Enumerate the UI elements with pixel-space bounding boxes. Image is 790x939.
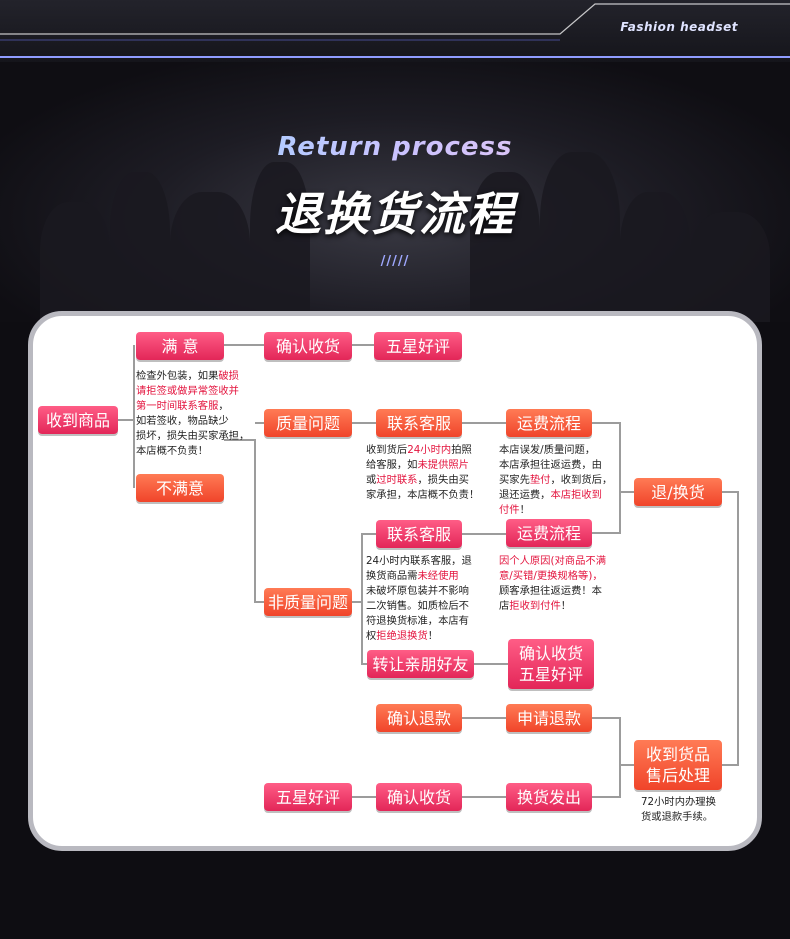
box-five-star-top: 五星好评 <box>374 332 462 360</box>
crowd-figure <box>110 172 170 322</box>
note-quality-freight: 本店误发/质量问题， 本店承担往返运费，由 买家先垫付，收到货后， 退还运费，本… <box>499 444 613 516</box>
crowd-figure <box>690 212 770 322</box>
box-transfer: 转让亲朋好友 <box>367 650 474 678</box>
box-aftersale: 收到货品 售后处理 <box>634 740 722 790</box>
box-return-exchange: 退/换货 <box>634 478 722 506</box>
box-receive: 收到商品 <box>38 406 118 434</box>
top-bar: Fashion headset <box>0 0 790 62</box>
box-unsatisfied: 不满意 <box>136 474 224 502</box>
box-apply-refund: 申请退款 <box>506 704 592 732</box>
crowd-figure <box>40 202 110 322</box>
box-service-1: 联系客服 <box>376 409 462 437</box>
box-non-quality: 非质量问题 <box>264 588 352 616</box>
header-label: Fashion headset <box>620 20 738 34</box>
crowd-figure <box>540 152 620 322</box>
chinese-title: 退换货流程 <box>275 187 515 241</box>
note-aftersale: 72小时内办理换 货或退款手续。 <box>641 796 716 823</box>
box-confirm-mid-line1: 确认收货 <box>518 644 583 663</box>
box-confirm-bottom: 确认收货 <box>376 783 462 811</box>
box-freight-1: 运费流程 <box>506 409 592 437</box>
crowd-figure <box>620 192 690 322</box>
box-confirm-mid: 确认收货 五星好评 <box>508 639 594 689</box>
note-quality-service: 收到货后24小时内拍照 给客服，如未提供照片 或过时联系，损失由买 家承担，本店… <box>366 444 480 501</box>
box-confirm-refund: 确认退款 <box>376 704 462 732</box>
note-non-quality-freight: 因个人原因(对商品不满 意/买错/更换规格等)， 顾客承担往返运费！本 店拒收到… <box>499 555 606 612</box>
box-exchange-ship: 换货发出 <box>506 783 592 811</box>
note-unsatisfied: 检查外包装，如果破损 请拒签或做异常签收并 第一时间联系客服， 如若签收，物品缺… <box>136 370 250 457</box>
box-confirm-top: 确认收货 <box>264 332 352 360</box>
box-aftersale-line1: 收到货品 <box>645 745 710 764</box>
title-decor: ///// <box>380 254 410 269</box>
box-freight-2: 运费流程 <box>506 519 592 547</box>
box-service-2: 联系客服 <box>376 520 462 548</box>
box-confirm-mid-line2: 五星好评 <box>518 665 583 684</box>
note-non-quality-service: 24小时内联系客服，退 换货商品需未经使用 未破坏原包装并不影响 二次销售。如质… <box>366 555 472 642</box>
box-aftersale-line2: 售后处理 <box>645 766 710 785</box>
top-bar-decor <box>0 3 790 58</box>
box-quality: 质量问题 <box>264 409 352 437</box>
crowd-figure <box>470 172 540 322</box>
box-satisfied: 满 意 <box>136 332 224 360</box>
crowd-figure <box>170 192 250 322</box>
box-five-star-bottom: 五星好评 <box>264 783 352 811</box>
crowd-figure <box>250 162 310 322</box>
hero-background <box>0 62 790 322</box>
english-title: Return process <box>0 132 790 162</box>
